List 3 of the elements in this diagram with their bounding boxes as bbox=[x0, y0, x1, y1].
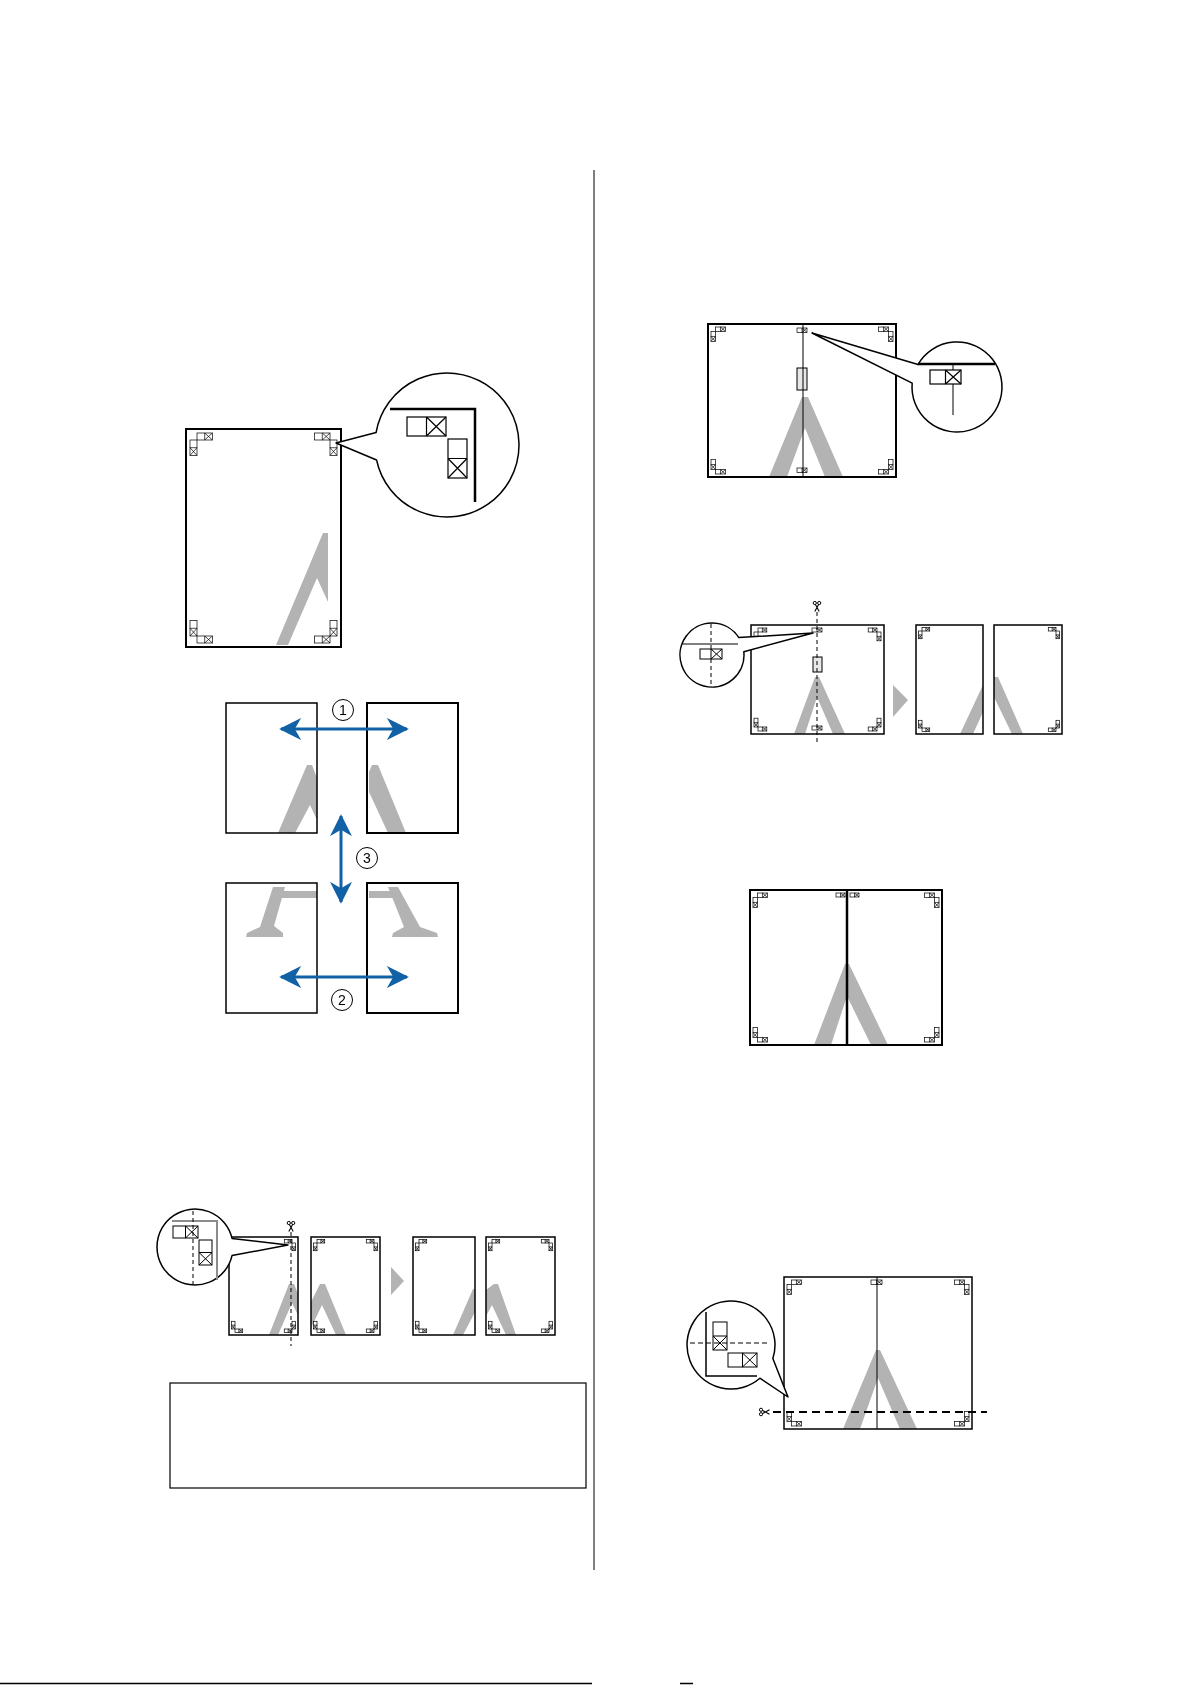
callout-number: 2 bbox=[331, 989, 353, 1011]
callout-number: 1 bbox=[332, 699, 354, 721]
callout-number: 3 bbox=[356, 847, 378, 869]
